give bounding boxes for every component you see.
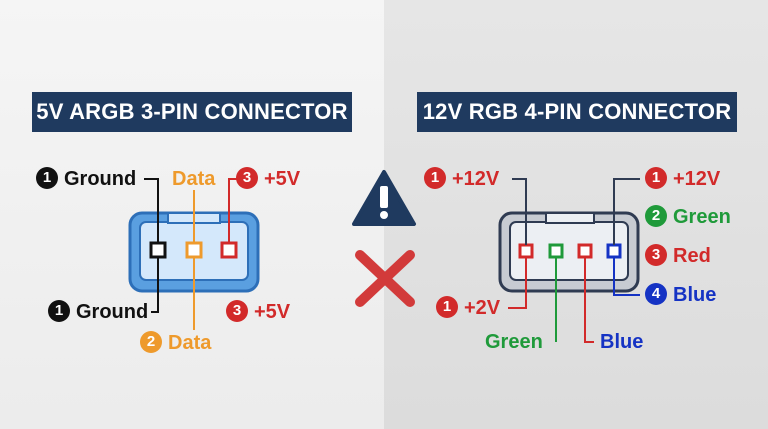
- pin-ground: [149, 241, 167, 259]
- right-label-12v-side: 1+12V: [645, 166, 720, 191]
- wire-12v-top-left: [512, 178, 527, 245]
- pin-blue: [606, 243, 622, 259]
- number-badge: 4: [645, 282, 667, 305]
- right-label-green-bottom: Green: [485, 331, 543, 353]
- left-label-5v-bottom: 3+5V: [226, 299, 290, 324]
- warning-triangle-icon: [352, 170, 416, 226]
- left-label-data-top: Data: [172, 168, 216, 190]
- pin-5v: [220, 241, 238, 259]
- wire-ground-top: [144, 178, 159, 243]
- rgb-4pin-connector: [498, 211, 640, 293]
- right-label-12v-top-left: 1+12V: [424, 166, 499, 191]
- wire-blue-side: [613, 257, 640, 296]
- pin-green: [548, 243, 564, 259]
- left-label-5v-top: 3+5V: [236, 166, 300, 191]
- right-label-2v-bottom: 1+2V: [436, 295, 500, 320]
- number-badge: 3: [645, 243, 667, 266]
- number-badge: 2: [140, 330, 162, 353]
- left-title: 5V ARGB 3-PIN CONNECTOR: [32, 92, 352, 132]
- right-label-blue-bottom: Blue: [600, 331, 644, 353]
- pin-data: [185, 241, 203, 259]
- number-badge: 1: [436, 295, 458, 318]
- wire-ground-bottom: [151, 257, 159, 313]
- wire-12v-top-right: [613, 178, 640, 245]
- right-title: 12V RGB 4-PIN CONNECTOR: [417, 92, 737, 132]
- wire-blue-bottom: [584, 257, 594, 343]
- number-badge: 3: [236, 166, 258, 189]
- cross-x-icon: [355, 250, 415, 307]
- number-badge: 1: [36, 166, 58, 189]
- number-badge: 1: [48, 299, 70, 322]
- pin-red: [577, 243, 593, 259]
- number-badge: 2: [645, 204, 667, 227]
- number-badge: 3: [226, 299, 248, 322]
- number-badge: 1: [424, 166, 446, 189]
- pin-12v: [518, 243, 534, 259]
- wire-2v-bottom: [508, 257, 527, 309]
- number-badge: 1: [645, 166, 667, 189]
